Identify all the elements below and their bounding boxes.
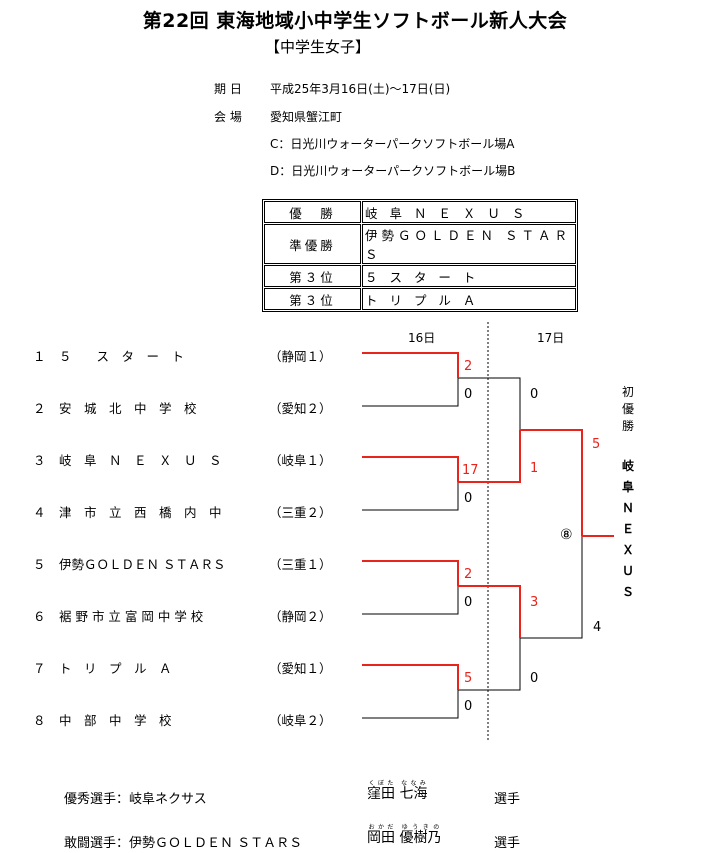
team-number: ６ [33, 609, 46, 624]
team-entry: ４ 津 市 立 西 橋 内 中 （三重２） [33, 502, 332, 521]
bracket-line [458, 638, 521, 691]
score: 5 [464, 671, 473, 686]
result-team: 岐 阜 Ｎ Ｅ Ｘ Ｕ Ｓ [362, 201, 576, 223]
fighting-spirit-suffix: 選手 [494, 836, 521, 851]
team-entry: ７ ト リ プ ル Ａ （愛知１） [33, 658, 332, 677]
score: 0 [464, 387, 473, 402]
team-entry: ３ 岐 阜 Ｎ Ｅ Ｘ Ｕ Ｓ （岐阜１） [33, 450, 332, 469]
mvp-suffix: 選手 [494, 792, 521, 807]
fighting-spirit-label: 敢闘選手：伊勢ＧＯＬＤＥＮ ＳＴＡＲＳ [64, 836, 303, 851]
result-team: ト リ プ ル Ａ [362, 288, 576, 310]
score: 2 [464, 567, 473, 582]
score: 5 [592, 437, 601, 452]
score: 0 [464, 491, 473, 506]
mvp-player-name: 窪田くぼた 七海ななみ [367, 780, 428, 802]
field-c: C：日光川ウォーターパークソフトボール場A [270, 137, 515, 151]
team-name: 中 部 中 学 校 [59, 713, 172, 728]
result-team: ５ ス タ ー ト [362, 265, 576, 287]
team-name: ５ ス タ ー ト [59, 349, 185, 364]
bracket-line [458, 377, 521, 430]
team-name: 津 市 立 西 橋 内 中 [59, 505, 222, 520]
team-prefecture: （岐阜２） [269, 713, 332, 728]
bracket-line-winner [362, 664, 459, 690]
bracket-line [520, 536, 583, 639]
result-place: 第３位 [264, 288, 361, 310]
team-name: 岐 阜 Ｎ Ｅ Ｘ Ｕ Ｓ [59, 453, 222, 468]
team-entry: １ ５ ス タ ー ト （静岡１） [33, 346, 332, 365]
team-prefecture: （静岡１） [269, 349, 332, 364]
team-name: 安 城 北 中 学 校 [59, 401, 197, 416]
team-prefecture: （三重２） [269, 505, 332, 520]
venue-label: 会 場 [214, 110, 242, 124]
score: 0 [530, 387, 539, 402]
results-row: 優 勝岐 阜 Ｎ Ｅ Ｘ Ｕ Ｓ [264, 201, 576, 223]
bracket-line [362, 378, 459, 407]
bracket-line [362, 690, 459, 719]
result-place: 準優勝 [264, 224, 361, 264]
team-number: ５ [33, 557, 46, 572]
score: 4 [593, 620, 602, 635]
result-place: 第３位 [264, 265, 361, 287]
score: 2 [464, 359, 473, 374]
loser-lines [362, 377, 583, 719]
team-number: １ [33, 349, 46, 364]
team-entry: ８ 中 部 中 学 校 （岐阜２） [33, 710, 332, 729]
score: 17 [462, 463, 479, 478]
team-number: ８ [33, 713, 46, 728]
result-team: 伊勢ＧＯＬＤＥＮ ＳＴＡＲＳ [362, 224, 576, 264]
bracket-line-winner [458, 585, 521, 638]
final-game-number: ⑧ [560, 527, 573, 543]
bracket-line-winner [520, 429, 583, 536]
winner-lines [362, 352, 614, 690]
team-name: 伊勢ＧＯＬＤＥＮ ＳＴＡＲＳ [59, 557, 226, 572]
team-entry: ５ 伊勢ＧＯＬＤＥＮ ＳＴＡＲＳ （三重１） [33, 554, 332, 573]
bracket-line-winner [458, 430, 521, 483]
team-prefecture: （三重１） [269, 557, 332, 572]
bracket-line [362, 586, 459, 615]
team-prefecture: （愛知１） [269, 661, 332, 676]
fighting-spirit-player-name: 岡田おかだ 優樹乃ゆうきの [367, 824, 442, 846]
team-name: 裾 野 市 立 富 岡 中 学 校 [59, 609, 204, 624]
score: 3 [530, 595, 539, 610]
score: 0 [530, 671, 539, 686]
result-place: 優 勝 [264, 201, 361, 223]
team-prefecture: （静岡２） [269, 609, 332, 624]
team-number: ２ [33, 401, 46, 416]
score: 0 [464, 595, 473, 610]
bracket-line [362, 482, 459, 511]
team-number: ３ [33, 453, 46, 468]
team-number: ７ [33, 661, 46, 676]
champion-label: 初 優 勝 [621, 385, 634, 433]
team-number: ４ [33, 505, 46, 520]
bracket-line-winner [362, 560, 459, 586]
category-label: 【中学生女子】 [265, 38, 371, 56]
results-row: 準優勝伊勢ＧＯＬＤＥＮ ＳＴＡＲＳ [264, 224, 576, 264]
mvp-label: 優秀選手：岐阜ネクサス [64, 792, 207, 807]
team-prefecture: （岐阜１） [269, 453, 332, 468]
date-label: 期 日 [214, 82, 242, 96]
date-row: 期 日 平成25年3月16日(土)～17日(日) [214, 80, 450, 97]
team-entry: ６ 裾 野 市 立 富 岡 中 学 校 （静岡２） [33, 606, 332, 625]
team-name: ト リ プ ル Ａ [59, 661, 172, 676]
venue-row: 会 場 愛知県蟹江町 [214, 108, 342, 125]
bracket-line-winner [362, 352, 459, 378]
field-d: D：日光川ウォーターパークソフトボール場B [270, 164, 516, 178]
team-prefecture: （愛知２） [269, 401, 332, 416]
champion-name: 岐 阜 Ｎ Ｅ Ｘ Ｕ Ｓ [621, 459, 634, 599]
venue-value: 愛知県蟹江町 [270, 110, 343, 124]
score: 1 [530, 461, 539, 476]
day-label-17: 17日 [537, 331, 565, 345]
page-title: 第22回 東海地域小中学生ソフトボール新人大会 [142, 10, 568, 32]
team-entry: ２ 安 城 北 中 学 校 （愛知２） [33, 398, 332, 417]
date-value: 平成25年3月16日(土)～17日(日) [270, 82, 451, 96]
results-row: 第３位ト リ プ ル Ａ [264, 288, 576, 310]
bracket-line-winner [362, 456, 459, 482]
day-label-16: 16日 [408, 331, 436, 345]
score: 0 [464, 699, 473, 714]
